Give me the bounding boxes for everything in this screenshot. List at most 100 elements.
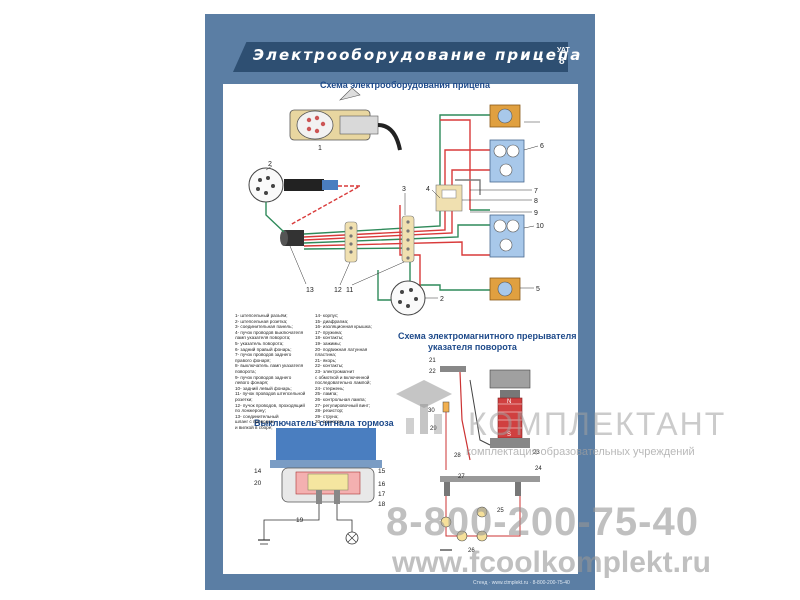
legend-item: 16- изоляционная крышка; [315, 324, 372, 330]
label-14: 14 [254, 468, 262, 475]
label-4: 4 [426, 186, 430, 193]
label-9: 9 [534, 210, 538, 217]
label-3: 3 [402, 186, 406, 193]
label-16: 16 [378, 481, 386, 488]
label-10: 10 [536, 223, 544, 230]
watermark-site: www.fcoolkomplekt.ru [392, 546, 711, 579]
badge-number: 8 [559, 56, 565, 67]
plug-illustration [289, 87, 402, 151]
label-28: 28 [454, 453, 461, 459]
legend-item: 17- пружина; [315, 329, 343, 335]
legend-item: с обмоткой и включенной [315, 374, 370, 380]
legend-item: 1- штепсельный разъём; [235, 313, 288, 318]
legend-item: розетки; [235, 396, 253, 402]
legend-item: 10- задний левый фонарь; [235, 385, 292, 391]
legend-item: 23- электромагнит [315, 368, 355, 374]
legend-item: правого фонаря; [235, 357, 271, 363]
turn-switch [435, 184, 463, 212]
legend-item: 24- стержень; [315, 385, 345, 391]
legend-item: ламп указателя поворота; [235, 335, 291, 341]
label-6: 6 [540, 143, 544, 150]
rear-lamp-left [489, 214, 525, 301]
legend-item: 9- пучок проводов заднего [235, 374, 292, 380]
label-7: 7 [534, 188, 538, 195]
label-1: 1 [318, 145, 322, 152]
label-29: 29 [430, 426, 437, 432]
legend-item: 3- соединительная панель; [235, 324, 293, 330]
legend-item: 15- диафрагма; [315, 318, 349, 324]
label-24: 24 [535, 466, 542, 472]
interrupter-title-1: Схема электромагнитного прерывателя [398, 331, 577, 341]
legend-item: 19- зажимы; [315, 340, 341, 346]
legend-item: 25- лампа; [315, 391, 338, 397]
legend-item: 7- пучок проводов заднего [235, 352, 292, 358]
label-17: 17 [378, 491, 386, 498]
legend-item: по лонжерону; [235, 408, 266, 414]
poster-footer: Стенд · www.ctmplekt.ru · 8-800-200-75-4… [473, 580, 570, 586]
legend-item: 26- контрольная лампа; [315, 396, 366, 402]
main-scheme-title: Схема электрооборудования прицепа [320, 80, 490, 90]
legend-item: и вилкой в сборе; [235, 424, 273, 430]
legend-left: 1- штепсельный разъём; 2- штепсельная ро… [235, 313, 395, 430]
legend-item: 22- контакты; [315, 363, 344, 369]
label-2-top: 2 [268, 161, 272, 168]
legend-item: 29- струна; [315, 413, 339, 419]
label-5: 5 [536, 286, 540, 293]
watermark-brand: КОМПЛЕКТАНТ [468, 406, 727, 442]
interrupter-title-2: указателя поворота [428, 342, 517, 352]
socket-left [248, 167, 338, 203]
label-21: 21 [429, 358, 436, 364]
connection-panel [344, 215, 415, 263]
legend-item: пластина; [315, 352, 337, 358]
badge-top: УАТ [557, 47, 570, 54]
leader-lines [265, 121, 540, 299]
watermark-phone: 8-800-200-75-40 [386, 500, 699, 544]
legend-item: 18- контакты; [315, 335, 344, 341]
legend-item: шланг с проводом [235, 419, 274, 425]
legend-item: 6- задний правый фонарь; [235, 346, 292, 352]
brake-switch-diagram [258, 428, 382, 545]
legend-item: последовательно лампой; [315, 380, 371, 386]
label-26: 26 [468, 548, 475, 554]
rear-lamp-right [489, 104, 525, 183]
main-labels: 1 2 2 3 4 5 6 7 8 9 10 11 12 13 [268, 143, 544, 303]
legend-item: 5- указатель поворота; [235, 340, 284, 346]
label-20: 20 [254, 480, 262, 487]
label-25: 25 [497, 508, 504, 514]
label-8: 8 [534, 198, 538, 205]
label-n: N [507, 399, 511, 405]
header-band [233, 42, 568, 72]
legend-item: 30- резистор [315, 419, 343, 425]
poster-title: Электрооборудование прицепа [253, 46, 583, 64]
label-19: 19 [296, 517, 304, 524]
legend-item: поворота; [235, 368, 256, 374]
legend-item: 12- пучок проводов, проходящий [235, 402, 305, 408]
legend-right: 14- корпус; 15- диафрагма; 16- изоляцион… [315, 313, 405, 425]
legend-item: 11- пучок проводов штепсельной [235, 391, 306, 397]
legend-item: 14- корпус; [315, 313, 339, 318]
interrupter-labels: 21 22 23 24 25 26 27 28 29 30 N S [428, 358, 542, 554]
label-2: 2 [440, 296, 444, 303]
watermark-logo-icon [396, 380, 452, 434]
label-11: 11 [346, 287, 353, 294]
label-s: S [507, 432, 511, 438]
label-27: 27 [458, 474, 465, 480]
watermark-subtitle: комплектация образовательных учреждений [466, 446, 695, 458]
legend-item: 2- штепсельная розетка; [235, 318, 288, 324]
brake-labels: 14 20 15 16 17 18 19 [254, 468, 386, 524]
connector-13 [280, 230, 304, 246]
legend-item: 4- пучок проводов выключателя [235, 329, 304, 335]
legend-item: 13- соединительный [235, 413, 279, 419]
label-13: 13 [306, 287, 314, 294]
brake-switch-title: Выключатель сигнала тормоза [254, 418, 394, 428]
legend-item: левого фонаря; [235, 380, 269, 386]
label-30: 30 [428, 408, 435, 414]
label-22: 22 [429, 369, 436, 375]
legend-item: 28- резистор; [315, 408, 344, 414]
label-23: 23 [533, 450, 540, 456]
label-18: 18 [378, 501, 386, 508]
legend-item: 27- регулировочный винт; [315, 402, 371, 408]
legend-item: 20- подвижная латунная [315, 346, 368, 352]
